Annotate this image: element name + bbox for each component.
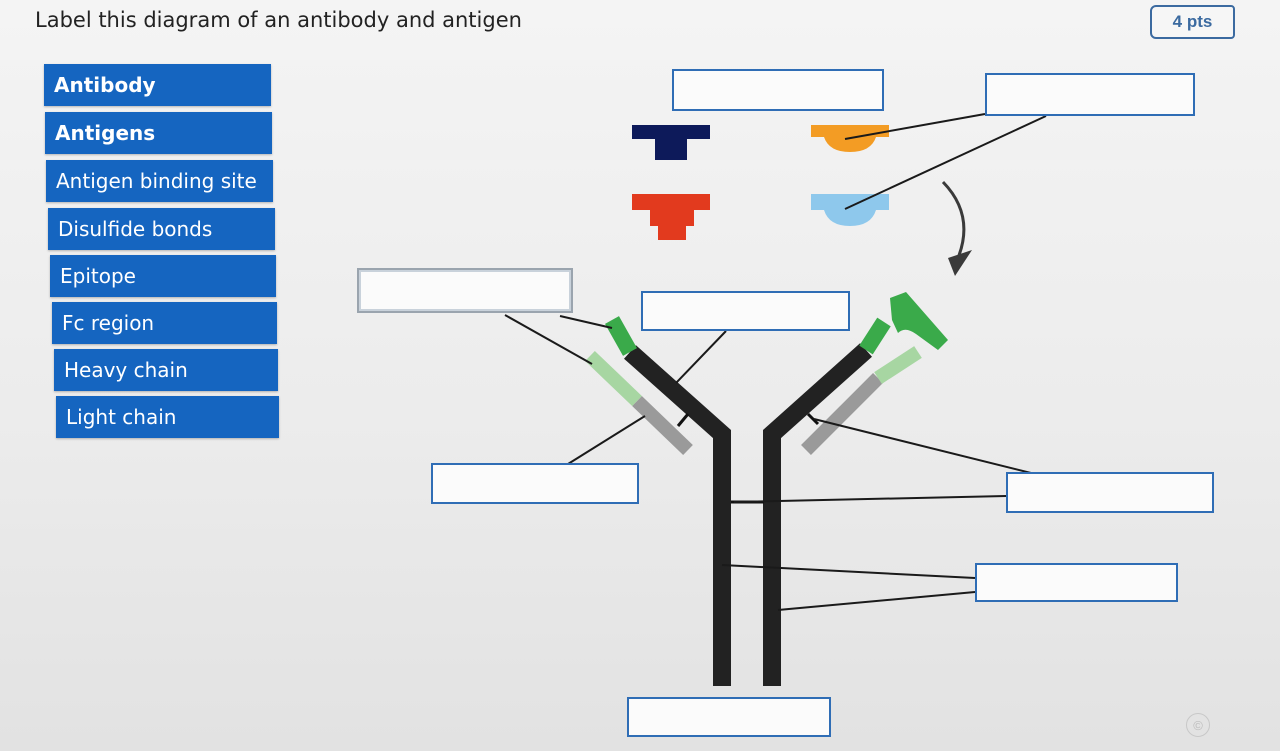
binding-arrow-icon [941, 180, 966, 259]
drop-zone-right-lower[interactable] [975, 563, 1178, 602]
antigen-red [632, 194, 710, 240]
copyright-icon: © [1186, 713, 1210, 737]
light-chain-right-variable [874, 346, 922, 384]
leader-lines [504, 113, 1047, 611]
drop-zone-epitope[interactable] [985, 73, 1195, 116]
drop-zone-upper-center[interactable] [641, 291, 850, 331]
antigen-navy [632, 125, 710, 160]
drop-zone-upper-left[interactable] [357, 268, 573, 313]
label-chip-light-chain[interactable]: Light chain [56, 396, 279, 438]
label-chip-disulfide-bonds[interactable]: Disulfide bonds [48, 208, 275, 250]
heavy-chain-right [763, 343, 872, 686]
disulfide-bond-right [806, 412, 820, 426]
arrow-head [948, 250, 972, 276]
drop-zone-antigens[interactable] [672, 69, 884, 111]
label-chip-antibody[interactable]: Antibody [44, 64, 271, 106]
drop-zone-lower-left[interactable] [431, 463, 639, 504]
label-chip-epitope[interactable]: Epitope [50, 255, 276, 297]
light-chain-left-constant [632, 395, 693, 456]
light-chain-right-constant [801, 373, 883, 455]
heavy-chain-left [624, 345, 731, 686]
question-title: Label this diagram of an antibody and an… [35, 8, 522, 32]
light-chain-left-variable [585, 350, 642, 407]
heavy-chain-right-variable [859, 317, 891, 355]
label-chip-antigens[interactable]: Antigens [45, 112, 272, 154]
antigen-light-blue [811, 194, 889, 226]
label-chip-heavy-chain[interactable]: Heavy chain [54, 349, 278, 391]
label-chip-antigen-binding-site[interactable]: Antigen binding site [46, 160, 273, 202]
bound-antigen [890, 292, 948, 350]
label-chip-fc-region[interactable]: Fc region [52, 302, 277, 344]
disulfide-bond-left [676, 413, 690, 427]
points-badge: 4 pts [1150, 5, 1235, 39]
drop-zone-bottom[interactable] [627, 697, 831, 737]
drop-zone-right-middle[interactable] [1006, 472, 1214, 513]
heavy-chain-left-variable [605, 316, 637, 356]
